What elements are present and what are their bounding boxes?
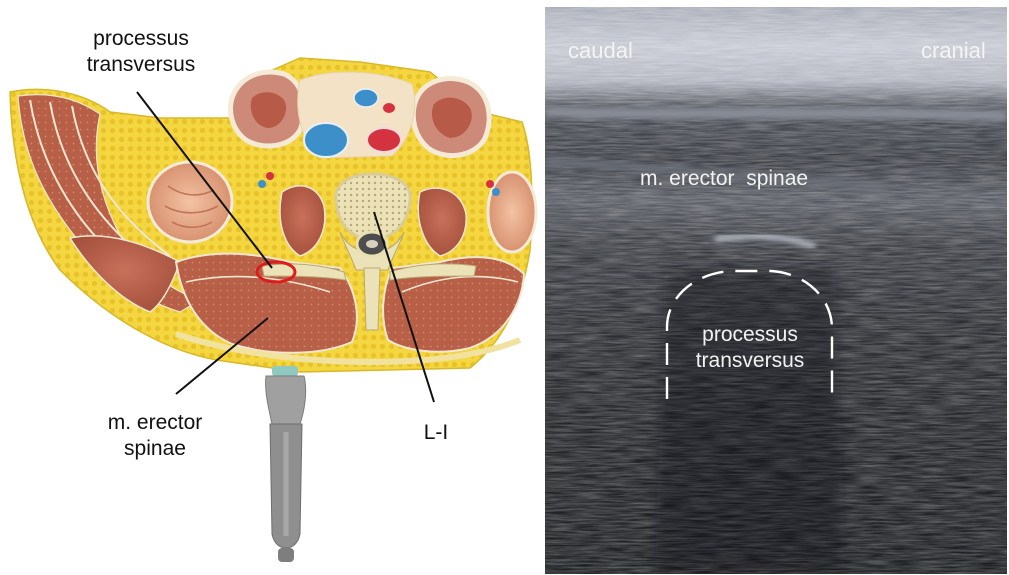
label-us-processus-line1: processus [665, 322, 835, 348]
acoustic-shadow [655, 267, 845, 574]
kidney-left [148, 162, 232, 242]
label-vertebra: L-I [414, 420, 458, 446]
label-processus-line1: processus [66, 26, 216, 52]
label-erector-spinae: m. erector spinae [90, 410, 220, 462]
label-caudal: caudal [568, 38, 633, 64]
label-processus-line2: transversus [66, 52, 216, 78]
aorta [367, 128, 401, 152]
label-erector-line2: spinae [90, 436, 220, 462]
label-processus-transversus: processus transversus [66, 26, 216, 78]
kidney-right [488, 172, 536, 252]
anatomy-illustration [0, 0, 545, 575]
spinous-process [364, 268, 380, 330]
ultrasound-image [545, 7, 1007, 574]
label-us-erector-spinae: m. erector spinae [640, 166, 808, 192]
label-erector-line1: m. erector [90, 410, 220, 436]
small-artery [383, 103, 395, 113]
inferior-vena-cava [304, 123, 348, 157]
small-vein [354, 89, 378, 107]
label-us-processus-line2: transversus [665, 348, 835, 374]
label-cranial: cranial [921, 38, 986, 64]
label-us-processus-transversus: processus transversus [665, 322, 835, 374]
ultrasound-probe [266, 366, 306, 562]
